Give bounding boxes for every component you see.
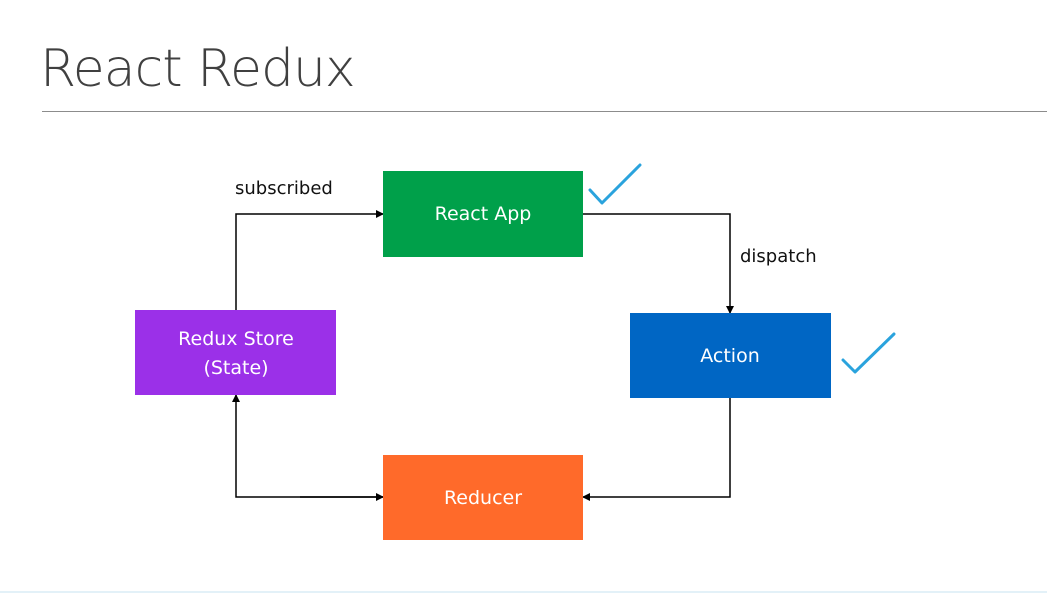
title-divider [42, 111, 1047, 112]
react-app-node: React App [383, 171, 583, 257]
react-app-check-icon [588, 163, 642, 205]
react-app-label: React App [435, 203, 532, 225]
redux-store-box [135, 310, 336, 395]
dispatch-arrow [583, 213, 734, 314]
reducer-box [383, 455, 583, 540]
reducer-to-store-arrow [232, 394, 383, 498]
subscribed-label: subscribed [235, 178, 333, 199]
action-to-reducer-arrow [582, 398, 731, 501]
subscribed-arrow [235, 210, 384, 310]
reducer-node: Reducer [383, 455, 583, 540]
redux-store-node: Redux Store (State) [135, 310, 336, 395]
action-box [630, 313, 831, 398]
action-node: Action [630, 313, 831, 398]
slide-title: React Redux [40, 39, 356, 99]
dispatch-label: dispatch [740, 246, 817, 267]
redux-store-label-line1: Redux Store [178, 328, 294, 350]
redux-store-label-line2: (State) [203, 357, 268, 379]
reducer-label: Reducer [444, 487, 522, 509]
action-check-icon [841, 332, 896, 374]
footer-divider [0, 591, 1047, 593]
action-label: Action [700, 345, 760, 367]
react-app-box [383, 171, 583, 257]
